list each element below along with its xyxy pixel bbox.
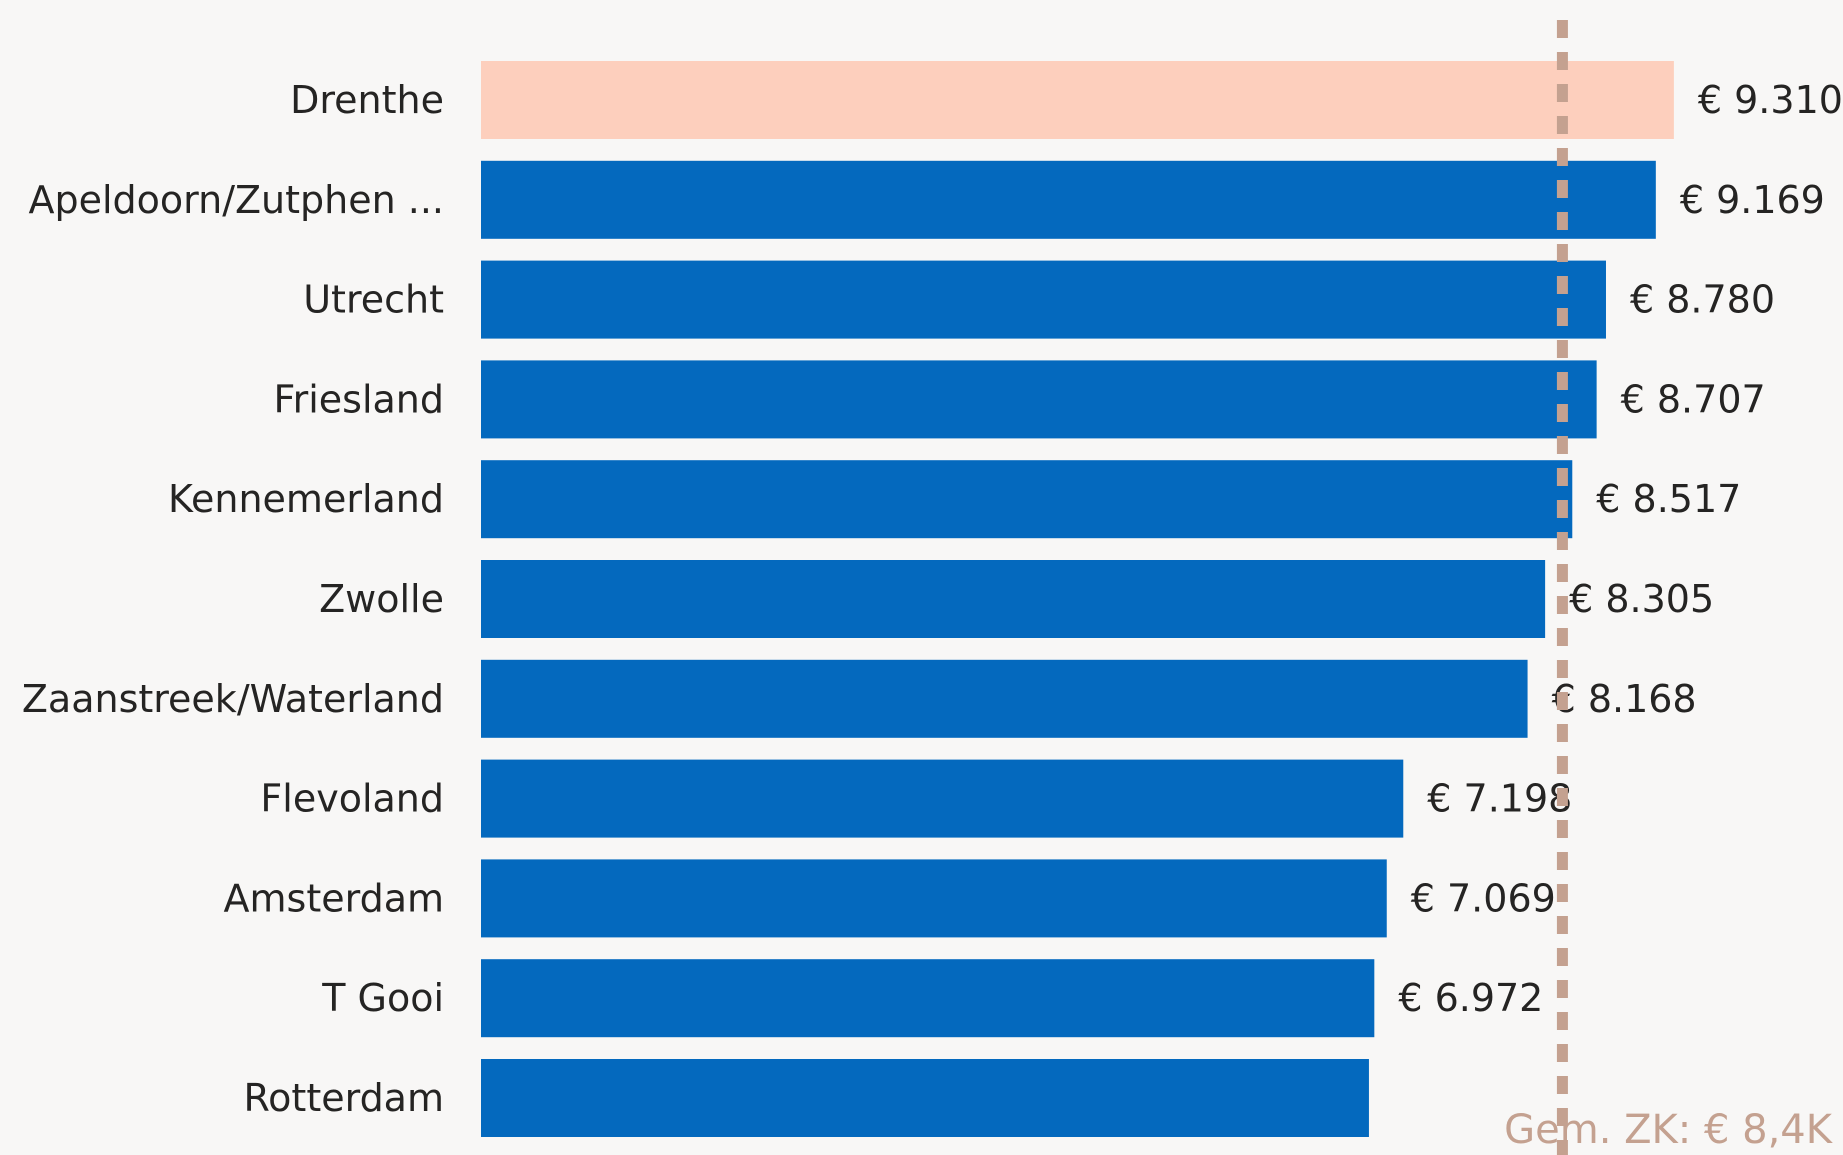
bars-group — [481, 61, 1674, 1137]
category-label: Rotterdam — [243, 1076, 444, 1120]
value-label: € 7.069 — [1411, 876, 1556, 920]
value-label: € 6.972 — [1398, 976, 1543, 1020]
bar-11[interactable] — [481, 1059, 1369, 1137]
category-label: Utrecht — [303, 278, 444, 322]
bar-5[interactable] — [481, 460, 1573, 539]
value-label: € 8.305 — [1569, 577, 1714, 621]
bar-10[interactable] — [481, 959, 1375, 1038]
category-label: Kennemerland — [168, 477, 444, 521]
bar-4[interactable] — [481, 360, 1597, 439]
value-label: € 8.780 — [1630, 278, 1775, 322]
bar-2[interactable] — [481, 160, 1656, 239]
value-label: € 8.168 — [1552, 677, 1697, 721]
value-label: € 7.198 — [1427, 777, 1572, 821]
category-label: T Gooi — [321, 976, 444, 1020]
average-reference-label: Gem. ZK: € 8,4K — [1504, 1107, 1834, 1153]
value-label: € 8.707 — [1621, 377, 1766, 421]
value-label: € 9.169 — [1680, 178, 1825, 222]
category-label: Drenthe — [290, 78, 444, 122]
category-label: Apeldoorn/Zutphen ... — [28, 178, 444, 222]
bar-8[interactable] — [481, 759, 1404, 838]
category-label: Zwolle — [319, 577, 444, 621]
value-label: € 9.310 — [1698, 78, 1843, 122]
bar-3[interactable] — [481, 260, 1606, 339]
bar-6[interactable] — [481, 560, 1546, 638]
value-labels-group: € 9.310 € 9.169 € 8.780 € 8.707 € 8.517 € 8.3… — [1398, 78, 1843, 1020]
bar-7[interactable] — [481, 659, 1528, 738]
category-label: Friesland — [274, 377, 445, 421]
category-label: Flevoland — [260, 777, 444, 821]
category-label: Amsterdam — [224, 876, 444, 920]
category-label: Zaanstreek/Waterland — [22, 677, 444, 721]
bar-1[interactable] — [481, 61, 1674, 139]
value-label: € 8.517 — [1596, 477, 1741, 521]
bar-9[interactable] — [481, 859, 1387, 938]
